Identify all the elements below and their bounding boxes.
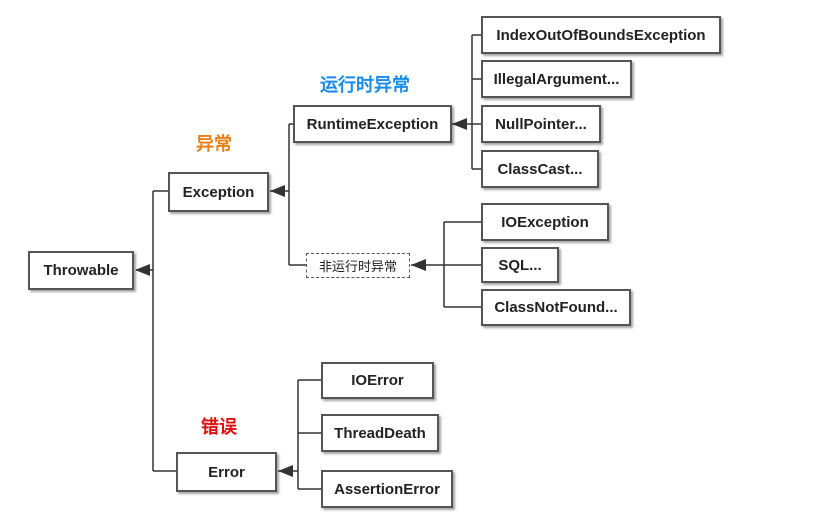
node-throwable: Throwable <box>28 251 134 290</box>
arrow-to-exception <box>270 185 285 197</box>
node-exception: Exception <box>168 172 269 212</box>
node-sql: SQL... <box>481 247 559 283</box>
node-index-out-of-bounds: IndexOutOfBoundsException <box>481 16 721 54</box>
node-class-not-found: ClassNotFound... <box>481 289 631 326</box>
node-null-pointer: NullPointer... <box>481 105 601 143</box>
label-error-cn: 错误 <box>201 417 237 438</box>
arrow-to-non-runtime <box>411 259 426 271</box>
node-non-runtime-exception: 非运行时异常 <box>306 253 410 278</box>
node-io-error: IOError <box>321 362 434 399</box>
arrow-to-throwable <box>135 264 150 276</box>
node-io-exception: IOException <box>481 203 609 241</box>
node-assertion-error: AssertionError <box>321 470 453 508</box>
node-error: Error <box>176 452 277 492</box>
node-thread-death: ThreadDeath <box>321 414 439 452</box>
label-exception-cn: 异常 <box>196 134 232 155</box>
arrow-to-error <box>278 465 293 477</box>
node-runtime-exception: RuntimeException <box>293 105 452 143</box>
label-runtime-cn: 运行时异常 <box>320 75 410 96</box>
node-illegal-argument: IllegalArgument... <box>481 60 632 98</box>
node-class-cast: ClassCast... <box>481 150 599 188</box>
arrow-to-runtime-exception <box>452 118 467 130</box>
